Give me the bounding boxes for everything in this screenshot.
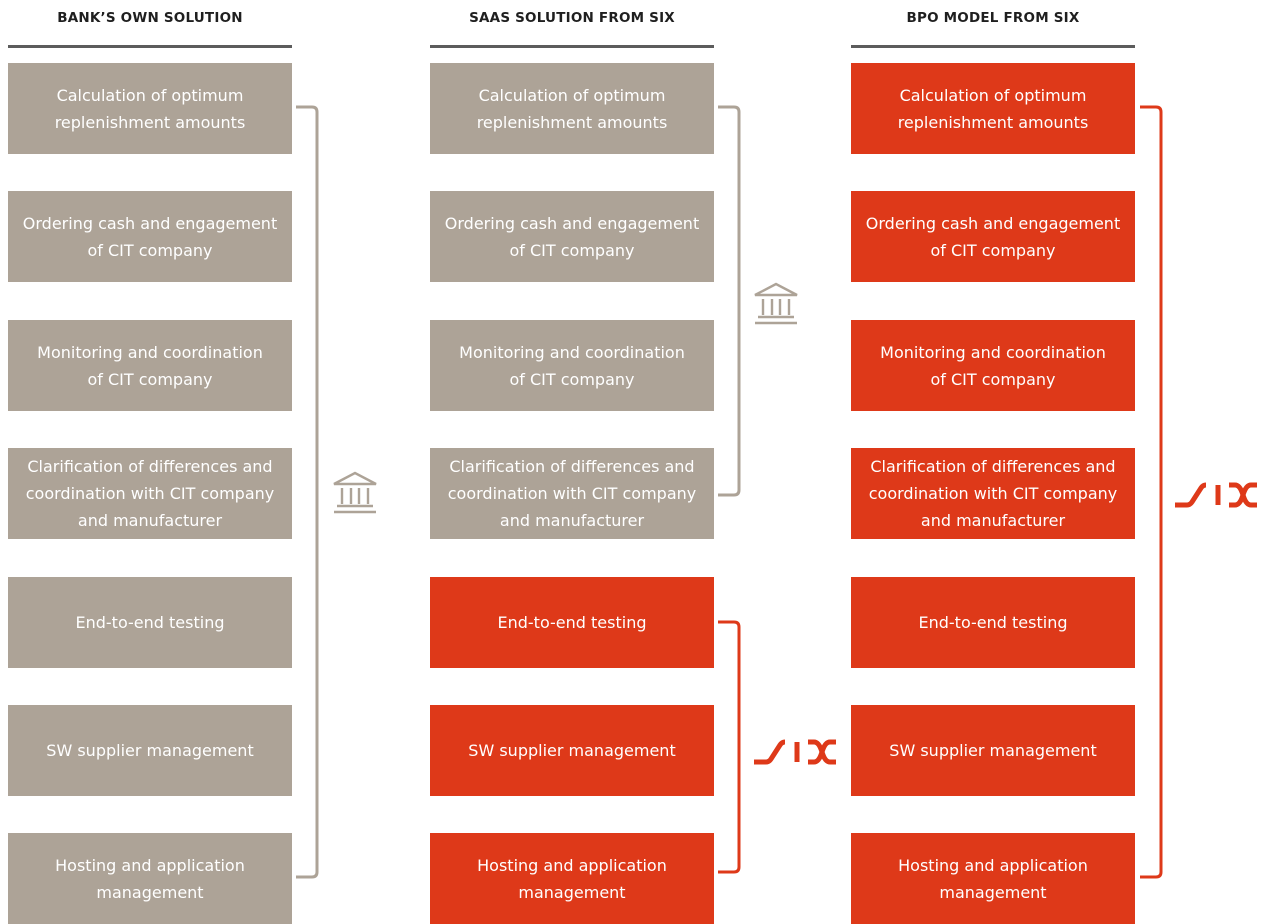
- process-step: Calculation of optimum replenishment amo…: [8, 63, 292, 154]
- saas-six-bracket: [718, 620, 741, 874]
- process-step: Clarification of differences and coordin…: [851, 448, 1135, 539]
- process-step: End-to-end testing: [851, 577, 1135, 668]
- saas-bank-bracket: [718, 105, 741, 497]
- column-divider: [430, 45, 714, 48]
- process-step: Clarification of differences and coordin…: [8, 448, 292, 539]
- process-step: Monitoring and coordination of CIT compa…: [8, 320, 292, 411]
- process-step: Hosting and application management: [8, 833, 292, 924]
- process-step: Ordering cash and engagement of CIT comp…: [851, 191, 1135, 282]
- six-logo-icon: [1175, 482, 1257, 508]
- six-logo-icon: [754, 739, 836, 765]
- column-title: SAAS SOLUTION FROM SIX: [469, 10, 675, 26]
- process-step: SW supplier management: [8, 705, 292, 796]
- process-step: SW supplier management: [430, 705, 714, 796]
- column-title: BANK’S OWN SOLUTION: [57, 10, 243, 26]
- process-step: Hosting and application management: [851, 833, 1135, 924]
- process-step: SW supplier management: [851, 705, 1135, 796]
- process-step: End-to-end testing: [430, 577, 714, 668]
- process-step: Monitoring and coordination of CIT compa…: [851, 320, 1135, 411]
- process-step: Calculation of optimum replenishment amo…: [851, 63, 1135, 154]
- process-step: Clarification of differences and coordin…: [430, 448, 714, 539]
- process-step: Ordering cash and engagement of CIT comp…: [8, 191, 292, 282]
- process-step: Calculation of optimum replenishment amo…: [430, 63, 714, 154]
- column-title: BPO MODEL FROM SIX: [906, 10, 1080, 26]
- process-step: Ordering cash and engagement of CIT comp…: [430, 191, 714, 282]
- column-divider: [851, 45, 1135, 48]
- bpo-six-bracket: [1140, 105, 1163, 879]
- column-divider: [8, 45, 292, 48]
- bank-building-icon: [333, 471, 377, 514]
- bank-building-icon: [754, 282, 798, 325]
- process-step: Hosting and application management: [430, 833, 714, 924]
- bank-bracket: [296, 105, 319, 879]
- process-step: Monitoring and coordination of CIT compa…: [430, 320, 714, 411]
- process-step: End-to-end testing: [8, 577, 292, 668]
